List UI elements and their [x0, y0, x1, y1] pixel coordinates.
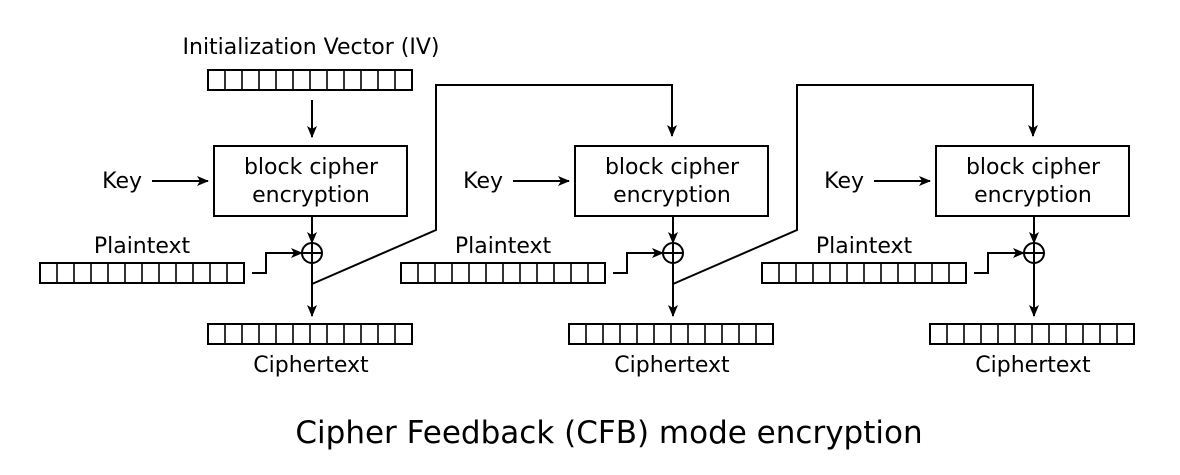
- ciphertext-register: [207, 323, 413, 345]
- key-label: Key: [463, 169, 503, 194]
- block-cipher-label-line1: block cipher: [605, 155, 740, 180]
- block-cipher-label-line1: block cipher: [244, 155, 379, 180]
- stages-group: Key block cipher encryptionPlaintextCipher…: [39, 145, 1135, 378]
- cfb-stage-1: Key block cipher encryptionPlaintextCipher…: [39, 145, 413, 378]
- diagram-title: Cipher Feedback (CFB) mode encryption: [295, 415, 922, 451]
- plaintext-label: Plaintext: [816, 234, 913, 259]
- iv-label: Initialization Vector (IV): [183, 35, 440, 60]
- xor-symbol: [301, 242, 323, 264]
- plaintext-label: Plaintext: [455, 234, 552, 259]
- key-label: Key: [102, 169, 142, 194]
- ciphertext-register: [568, 323, 774, 345]
- ciphertext-label: Ciphertext: [975, 353, 1091, 378]
- block-cipher-box: [574, 145, 769, 217]
- block-cipher-label-line2: encryption: [613, 183, 731, 208]
- block-cipher-label-line1: block cipher: [966, 155, 1101, 180]
- xor-symbol: [1023, 242, 1045, 264]
- cfb-stage-2: Key block cipher encryptionPlaintextCipher…: [400, 145, 774, 378]
- block-cipher-box: [213, 145, 408, 217]
- cfb-stage-3: Key block cipher encryptionPlaintextCipher…: [761, 145, 1135, 378]
- block-cipher-box: [935, 145, 1130, 217]
- ciphertext-label: Ciphertext: [614, 353, 730, 378]
- xor-symbol: [662, 242, 684, 264]
- feedback-line-2-to-3: [672, 84, 1038, 285]
- key-label: Key: [824, 169, 864, 194]
- block-cipher-label-line2: encryption: [974, 183, 1092, 208]
- plaintext-label: Plaintext: [94, 234, 191, 259]
- plaintext-arrow: [613, 248, 664, 274]
- feedback-line-1-to-2: [311, 84, 677, 285]
- plaintext-arrow: [974, 248, 1025, 274]
- plaintext-register: [39, 262, 245, 284]
- plaintext-register: [400, 262, 606, 284]
- plaintext-register: [761, 262, 967, 284]
- ciphertext-label: Ciphertext: [253, 353, 369, 378]
- plaintext-arrow: [252, 248, 303, 274]
- block-cipher-label-line2: encryption: [252, 183, 370, 208]
- ciphertext-register: [929, 323, 1135, 345]
- iv-register: [207, 69, 413, 91]
